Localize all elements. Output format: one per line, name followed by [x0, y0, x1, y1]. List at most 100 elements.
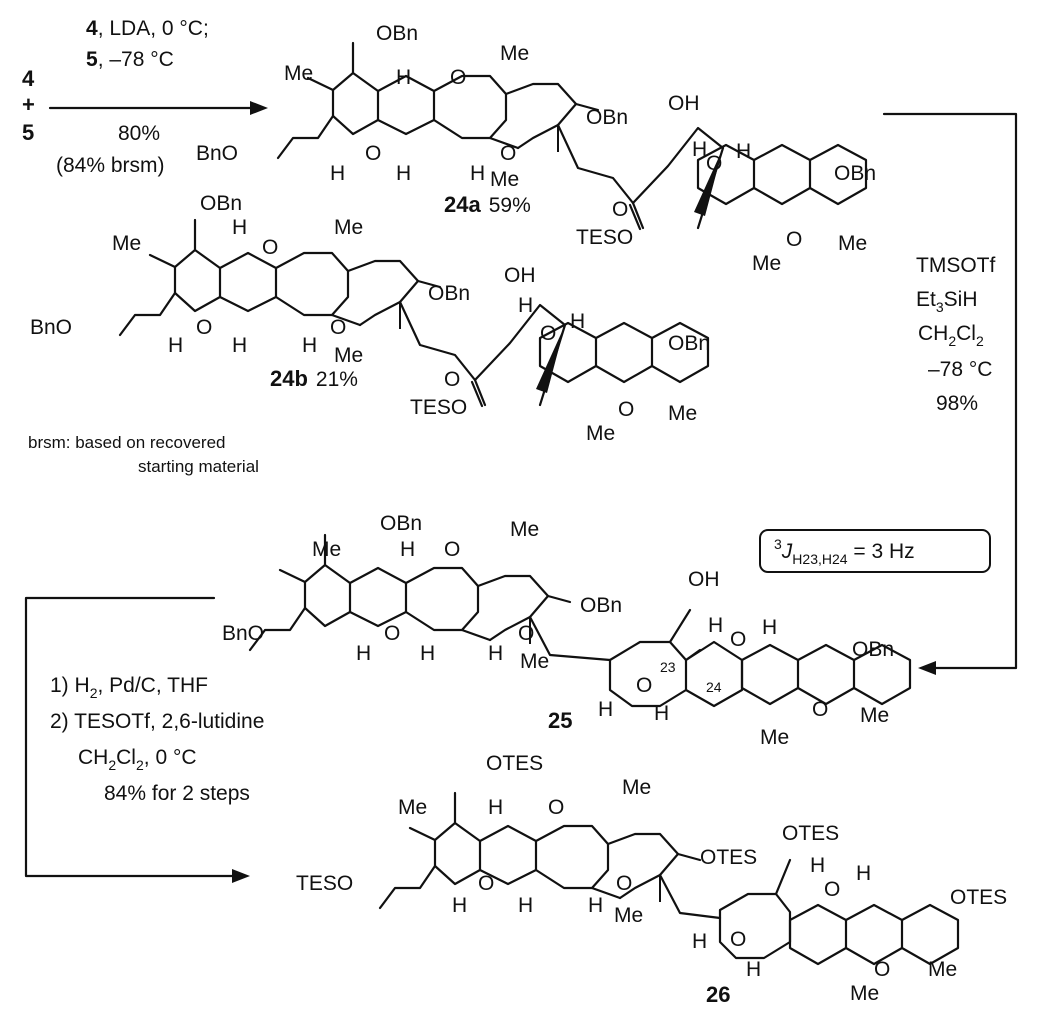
atom-O: O	[618, 398, 634, 421]
atom-O: O	[444, 368, 460, 391]
atom-O: O	[874, 958, 890, 981]
atom-Me: Me	[928, 958, 957, 981]
atom-TESO: TESO	[296, 872, 353, 895]
atom-O: O	[730, 928, 746, 951]
atom-H: H	[518, 294, 533, 317]
atom-OBn: OBn	[852, 638, 894, 661]
atom-OTES: OTES	[486, 752, 543, 775]
atom-H: H	[810, 854, 825, 877]
atom-H: H	[168, 334, 183, 357]
atom-Me: Me	[312, 538, 341, 561]
atom-TESO: TESO	[410, 396, 467, 419]
coupling-constant-text: 3JH23,H24 = 3 Hz	[774, 536, 915, 567]
atom-Me: Me	[586, 422, 615, 445]
compound-label-25: 25	[548, 708, 572, 733]
step1-conditions: 4, LDA, 0 °C; 5, –78 °C 80% (84% brsm)	[48, 17, 268, 177]
atom-OTES: OTES	[950, 886, 1007, 909]
atom-H: H	[746, 958, 761, 981]
atom-H: H	[396, 162, 411, 185]
atom-H: H	[232, 334, 247, 357]
atom-Me: Me	[112, 232, 141, 255]
atom-OBn: OBn	[580, 594, 622, 617]
atom-OBn: OBn	[200, 192, 242, 215]
atom-H: H	[420, 642, 435, 665]
atom-O: O	[384, 622, 400, 645]
atom-Me: Me	[334, 344, 363, 367]
step2-temperature: –78 °C	[928, 358, 992, 381]
atom-O: O	[500, 142, 516, 165]
atom-OH: OH	[668, 92, 700, 115]
atom-O: O	[196, 316, 212, 339]
atom-Me: Me	[860, 704, 889, 727]
atom-Me: Me	[622, 776, 651, 799]
step3-arrowhead	[232, 869, 250, 883]
atom-H: H	[762, 616, 777, 639]
atom-Me: Me	[760, 726, 789, 749]
atom-H: H	[708, 614, 723, 637]
step3-line3: CH2Cl2, 0 °C	[78, 746, 197, 773]
atom-H: H	[232, 216, 247, 239]
atom-H: H	[330, 162, 345, 185]
step1-line1: 4, LDA, 0 °C;	[86, 17, 209, 40]
atom-H: H	[692, 930, 707, 953]
atom-H: H	[692, 138, 707, 161]
atom-O: O	[786, 228, 802, 251]
step3-conditions: 1) H2, Pd/C, THF 2) TESOTf, 2,6-lutidine…	[24, 596, 264, 883]
atom-O: O	[365, 142, 381, 165]
reactants: 4 + 5	[22, 66, 35, 145]
atom-BnO: BnO	[222, 622, 264, 645]
step2-reagent-et3sih: Et3SiH	[916, 288, 977, 315]
atom-H: H	[654, 702, 669, 725]
step2-reagent-tmsotf: TMSOTf	[916, 254, 995, 277]
coupling-constant-box: 3JH23,H24 = 3 Hz	[759, 529, 991, 573]
atom-OH: OH	[688, 568, 720, 591]
atom-BnO: BnO	[196, 142, 238, 165]
atom-H: H	[400, 538, 415, 561]
atom-O: O	[540, 322, 556, 345]
atom-O: O	[330, 316, 346, 339]
atom-O: O	[262, 236, 278, 259]
atom-H: H	[302, 334, 317, 357]
atom-OTES: OTES	[700, 846, 757, 869]
reactant-5: 5	[22, 120, 34, 145]
atom-H: H	[396, 66, 411, 89]
compound-24a: OBn Me H O Me OBn OH BnO O H H H O Me O …	[196, 22, 876, 275]
brsm-note-line2: starting material	[138, 457, 259, 476]
atom-O: O	[548, 796, 564, 819]
brsm-note: brsm: based on recovered starting materi…	[28, 433, 259, 476]
atom-Me: Me	[752, 252, 781, 275]
reactant-4: 4	[22, 66, 35, 91]
compound-24b: OBn Me H O Me OBn OH BnO O H H H O Me O …	[30, 192, 710, 445]
atom-Me: Me	[520, 650, 549, 673]
step1-line2: 5, –78 °C	[86, 48, 174, 71]
atom-H: H	[856, 862, 871, 885]
atom-O: O	[824, 878, 840, 901]
atom-Me: Me	[838, 232, 867, 255]
compound-26: OTES Me H O Me OTES OTES TESO O H H H O …	[296, 752, 1007, 1007]
atom-H: H	[488, 642, 503, 665]
atom-O: O	[450, 66, 466, 89]
step1-yield: 80%	[118, 122, 160, 145]
atom-O: O	[616, 872, 632, 895]
atom-H: H	[570, 310, 585, 333]
step3-line2: 2) TESOTf, 2,6-lutidine	[50, 710, 264, 733]
atom-OBn: OBn	[376, 22, 418, 45]
step1-brsm: (84% brsm)	[56, 154, 165, 177]
atom-Me: Me	[500, 42, 529, 65]
atom-H: H	[518, 894, 533, 917]
atom-OBn: OBn	[668, 332, 710, 355]
atom-OBn: OBn	[380, 512, 422, 535]
atom-TESO: TESO	[576, 226, 633, 249]
compound-label-26: 26	[706, 982, 730, 1007]
compound-25: OBn Me H O Me OBn OH BnO O H H H O Me 23…	[222, 512, 912, 749]
atom-Me: Me	[334, 216, 363, 239]
atom-BnO: BnO	[30, 316, 72, 339]
atom-Me: Me	[850, 982, 879, 1005]
atom-H: H	[588, 894, 603, 917]
step3-yield: 84% for 2 steps	[104, 782, 250, 805]
atom-O: O	[612, 198, 628, 221]
atom-Me: Me	[614, 904, 643, 927]
